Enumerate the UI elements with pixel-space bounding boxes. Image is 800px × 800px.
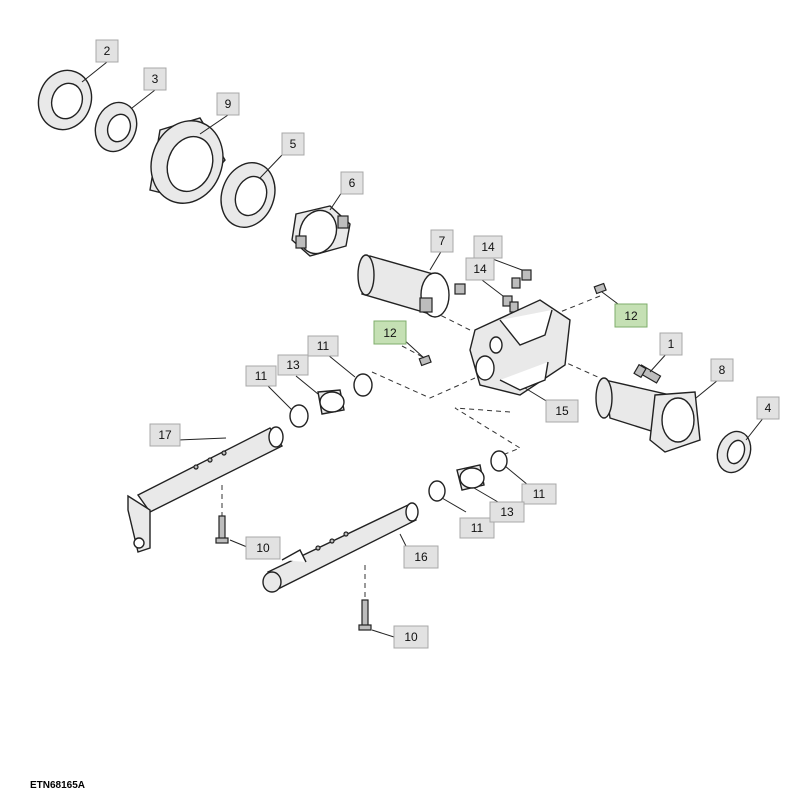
callout-label: 2 (104, 44, 111, 58)
callout-7: 7 (430, 229, 454, 253)
part-15-yoke (469, 299, 571, 396)
callout-label: 4 (765, 401, 772, 415)
part-2-seal (37, 69, 93, 131)
callout-label: 13 (286, 358, 300, 372)
callout-12-left: 12 (373, 320, 407, 345)
callout-label: 10 (256, 541, 270, 555)
callout-4: 4 (756, 396, 780, 420)
callout-label: 14 (481, 240, 495, 254)
callout-13-bottom: 13 (489, 501, 525, 523)
callout-8: 8 (710, 358, 734, 382)
callout-16: 16 (403, 545, 439, 569)
part-8-housing (595, 377, 701, 453)
callout-label: 8 (719, 363, 726, 377)
callout-label: 11 (533, 487, 546, 501)
callout-label: 1 (668, 337, 675, 351)
callout-10-lower: 10 (393, 625, 429, 649)
part-12-pins (418, 282, 607, 367)
callout-2: 2 (95, 39, 119, 63)
callout-9: 9 (216, 92, 240, 116)
part-3-bearing (94, 101, 138, 153)
callout-label: 9 (225, 97, 232, 111)
callout-14a: 14 (473, 235, 503, 259)
callout-1: 1 (659, 332, 683, 356)
callout-11-right: 11 (521, 483, 557, 505)
callout-label: 7 (439, 234, 446, 248)
part-11-13-upper (289, 373, 373, 428)
callout-label: 11 (317, 339, 330, 353)
part-7-cylinder (357, 254, 466, 318)
leader-lines (81, 61, 765, 638)
callout-label: 11 (471, 521, 484, 535)
callout-label: 12 (383, 326, 397, 340)
callout-17: 17 (149, 423, 181, 447)
part-5-seal (220, 162, 276, 228)
callout-label: 13 (500, 505, 514, 519)
callout-14b: 14 (465, 257, 495, 281)
callout-label: 15 (555, 404, 569, 418)
part-16-shaft (262, 502, 419, 593)
part-6-clamp (291, 205, 351, 257)
part-11-13-lower (428, 450, 508, 502)
callout-label: 11 (255, 369, 268, 383)
callout-15: 15 (545, 399, 579, 423)
callout-12-right: 12 (614, 303, 648, 328)
callout-label: 10 (404, 630, 418, 644)
callout-label: 5 (290, 137, 297, 151)
callout-label: 17 (158, 428, 172, 442)
callout-label: 12 (624, 309, 638, 323)
part-1-bolt (633, 363, 662, 384)
callout-13-top: 13 (277, 354, 309, 376)
part-17-shaft (127, 426, 284, 553)
callout-10-upper: 10 (245, 536, 281, 560)
callout-label: 14 (473, 262, 487, 276)
part-9-ring (149, 117, 226, 204)
figure-code: ETN68165A (30, 780, 86, 791)
callout-label: 3 (152, 72, 159, 86)
callout-11-left: 11 (245, 365, 277, 387)
part-4-seal (716, 430, 752, 474)
callout-11-top: 11 (307, 335, 339, 357)
callout-11-bottom: 11 (459, 517, 495, 539)
callouts: 2 3 9 5 6 7 14 14 12 12 11 13 11 1 8 4 1… (95, 39, 780, 649)
part-10-screws (215, 515, 372, 631)
callout-3: 3 (143, 67, 167, 91)
callout-label: 16 (414, 550, 428, 564)
callout-5: 5 (281, 132, 305, 156)
callout-6: 6 (340, 171, 364, 195)
callout-label: 6 (349, 176, 356, 190)
